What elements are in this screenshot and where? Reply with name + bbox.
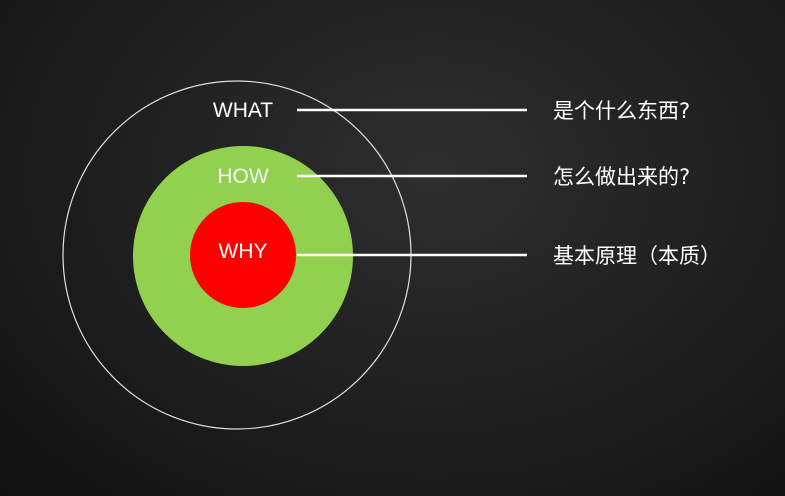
why-ring xyxy=(190,202,296,308)
why-description: 基本原理（本质） xyxy=(553,244,721,268)
why-label: WHY xyxy=(218,240,268,263)
how-description: 怎么做出来的? xyxy=(553,165,691,189)
what-label: WHAT xyxy=(212,99,274,122)
what-description: 是个什么东西? xyxy=(553,99,691,123)
how-label: HOW xyxy=(217,165,269,188)
